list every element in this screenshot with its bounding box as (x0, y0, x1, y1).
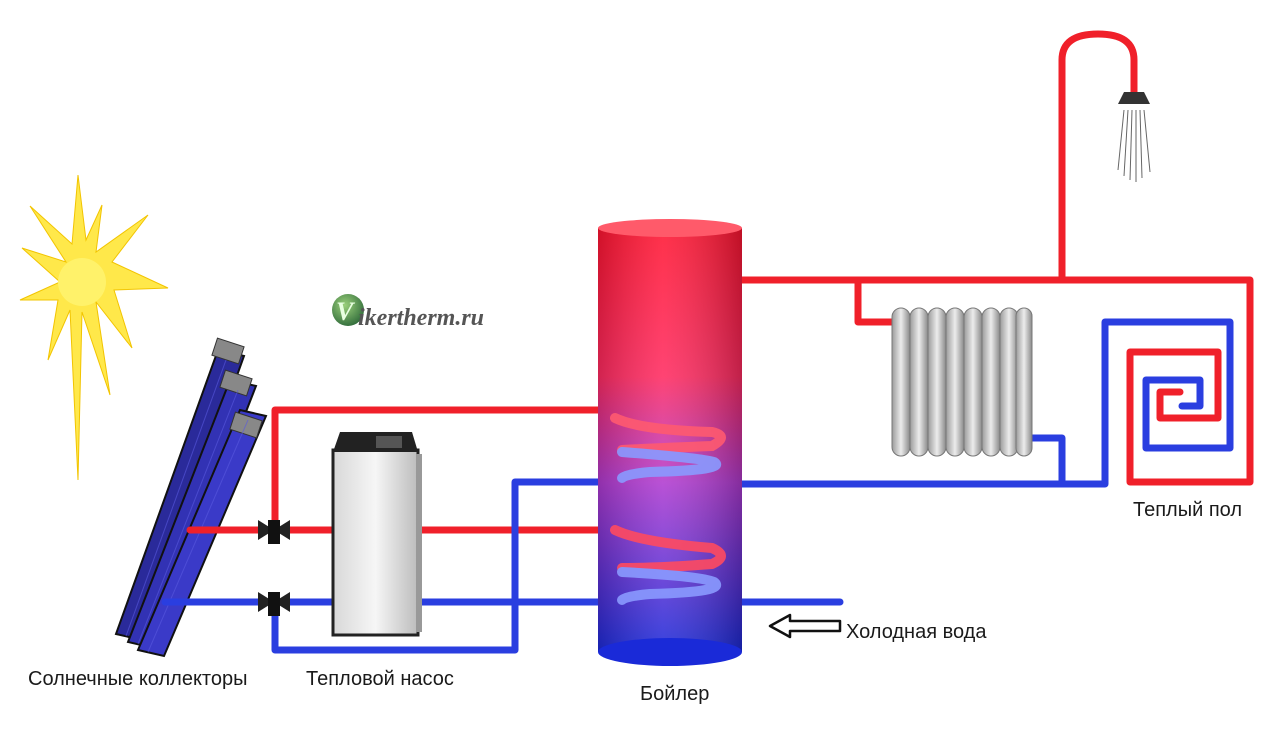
sun-icon (19, 174, 169, 481)
label-warm-floor: Теплый пол (1133, 499, 1242, 521)
shower-head-icon (1117, 92, 1151, 182)
valve-icon (258, 520, 290, 544)
logo-text: ikertherm.ru (358, 305, 484, 331)
logo-letter: V (336, 297, 356, 326)
cold-water-arrow-icon (768, 613, 842, 639)
radiator (891, 307, 1033, 457)
heat-pump (331, 432, 422, 637)
label-cold-water: Холодная вода (846, 621, 987, 643)
solar-collectors (114, 337, 268, 658)
valve-icon (258, 592, 290, 616)
logo: V ikertherm.ru (332, 294, 484, 331)
label-heat-pump: Тепловой насос (306, 668, 454, 690)
label-solar-collectors: Солнечные коллекторы (28, 668, 247, 690)
label-boiler: Бойлер (640, 683, 709, 705)
boiler-tank (598, 219, 742, 666)
